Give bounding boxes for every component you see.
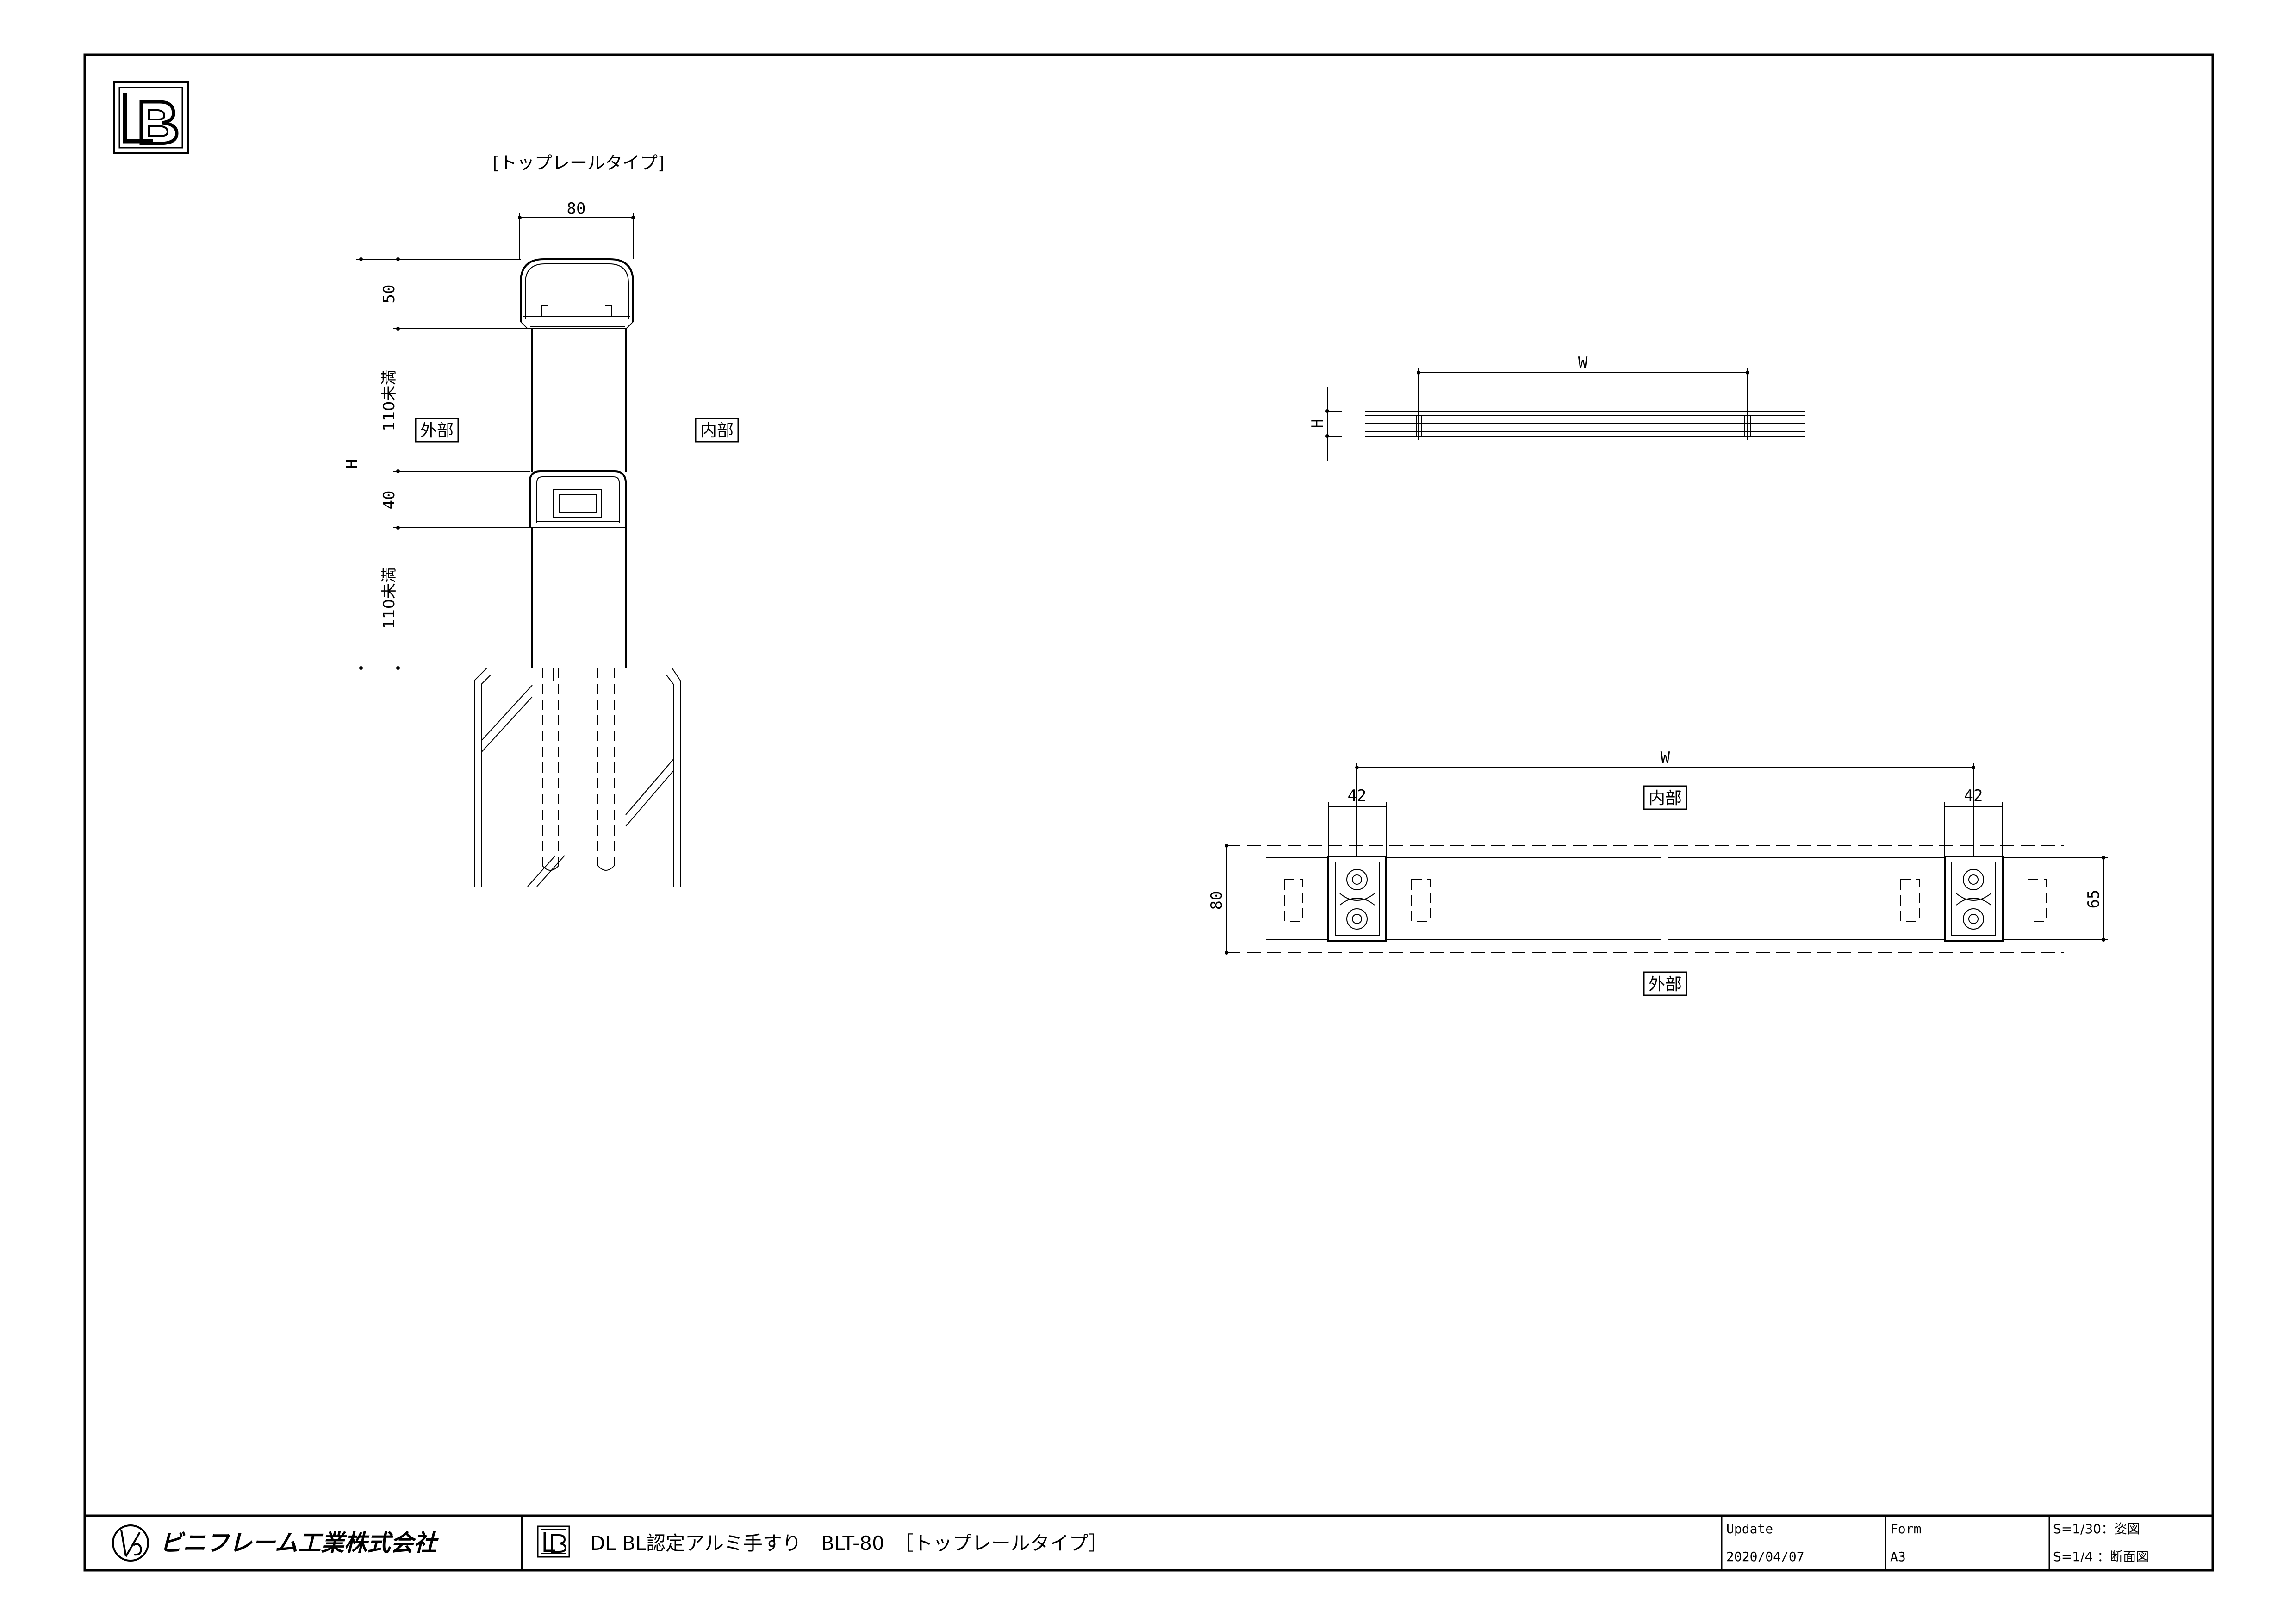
company-name: ビニフレーム工業株式会社 <box>160 1530 439 1556</box>
update-value: 2020/04/07 <box>1726 1549 1804 1564</box>
dim-height-h: H <box>343 459 361 468</box>
product-title: DL BL認定アルミ手すり BLT-80 ［トップレールタイプ］ <box>590 1532 1108 1555</box>
label-inside-side: 内部 <box>700 421 734 440</box>
section-title: [トップレールタイプ] <box>492 153 665 173</box>
elevation-view: W H <box>1308 354 1805 461</box>
company-logo-icon <box>112 1524 149 1562</box>
dim-elevation-h: H <box>1308 419 1327 428</box>
label-inside-plan: 内部 <box>1649 789 1682 808</box>
dim-upper-gap: 110未満 <box>380 370 398 431</box>
dim-lower-gap: 110未満 <box>380 568 398 629</box>
lb-logo-icon <box>113 81 189 154</box>
dim-plan-w: W <box>1661 749 1670 767</box>
sheet-border <box>83 53 2214 1572</box>
dim-width-80: 80 <box>567 200 586 218</box>
side-section-view: 80 50 <box>343 200 739 887</box>
dim-post-left-42: 42 <box>1348 787 1367 805</box>
form-label: Form <box>1890 1521 1921 1537</box>
form-value: A3 <box>1890 1549 1906 1564</box>
post-section-right <box>1900 856 2047 942</box>
dim-depth-65: 65 <box>2084 890 2103 909</box>
title-block: ビニフレーム工業株式会社 DL BL認定アルミ手すり BLT-80 ［トップレー… <box>85 1514 2213 1570</box>
post-section-left <box>1284 856 1431 942</box>
dim-mid-rail-40: 40 <box>380 491 398 510</box>
dim-depth-80: 80 <box>1207 891 1226 910</box>
label-outside-side: 外部 <box>420 421 454 440</box>
dim-post-right-42: 42 <box>1964 787 1983 805</box>
dim-top-cap-50: 50 <box>380 285 398 304</box>
dim-elevation-w: W <box>1578 354 1588 372</box>
scale-elevation: S=1/30：姿図 <box>2053 1521 2140 1537</box>
plan-section-view: W 内部 42 42 80 65 <box>1207 749 2108 996</box>
scale-section: S=1/4 ：断面図 <box>2053 1549 2149 1564</box>
update-label: Update <box>1726 1521 1773 1537</box>
title-lb-logo-icon <box>537 1525 570 1558</box>
label-outside-plan: 外部 <box>1649 975 1682 994</box>
